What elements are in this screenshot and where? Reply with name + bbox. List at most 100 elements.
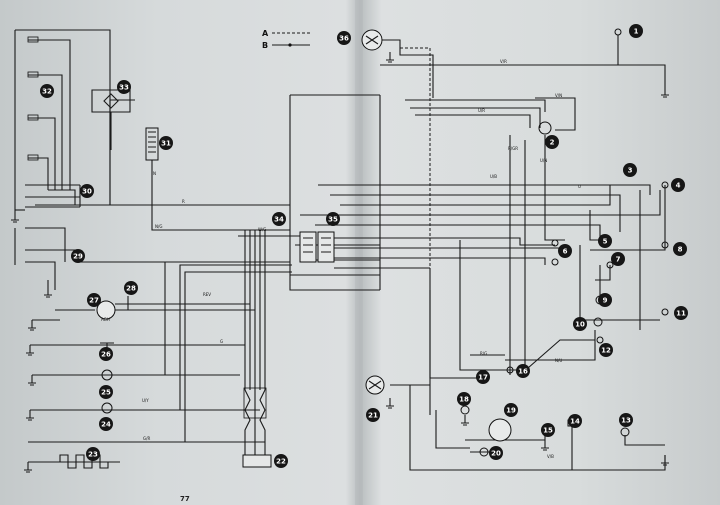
callout-11-number: 11 bbox=[676, 310, 686, 318]
legend-b-label: B bbox=[262, 41, 268, 50]
callout-4-number: 4 bbox=[676, 182, 681, 190]
callout-12-number: 12 bbox=[601, 347, 611, 355]
wire-code-u-b: U/B bbox=[490, 174, 497, 179]
wire-code-g-r: G/R bbox=[143, 436, 150, 441]
lamp-4 bbox=[661, 181, 669, 189]
callout-32: 32 bbox=[40, 84, 54, 98]
wire-code-n-u: N/U bbox=[555, 358, 562, 363]
callout-28-number: 28 bbox=[126, 285, 136, 293]
callout-36: 36 bbox=[337, 31, 351, 45]
callout-18: 18 bbox=[457, 392, 471, 406]
gauge-27: AGH bbox=[96, 300, 116, 322]
connector-32-terminals bbox=[27, 36, 39, 161]
gauge-27-label: AGH bbox=[101, 317, 110, 322]
connector-34 bbox=[299, 231, 317, 263]
switch-16 bbox=[506, 366, 514, 374]
callout-19: 19 bbox=[504, 403, 518, 417]
callout-19-number: 19 bbox=[506, 407, 516, 415]
callout-30: 30 bbox=[80, 184, 94, 198]
wire-code-v-b: V/B bbox=[547, 454, 554, 459]
callout-22-number: 22 bbox=[276, 458, 286, 466]
callout-16: 16 bbox=[516, 364, 530, 378]
callout-35: 35 bbox=[326, 212, 340, 226]
callout-5: 5 bbox=[598, 234, 612, 248]
callout-7: 7 bbox=[611, 252, 625, 266]
callout-26: 26 bbox=[99, 347, 113, 361]
callout-1: 1 bbox=[629, 24, 643, 38]
callout-14: 14 bbox=[568, 414, 582, 428]
wire-code-u: U bbox=[578, 184, 581, 189]
wire-code-n: N bbox=[153, 171, 156, 176]
callout-3-number: 3 bbox=[628, 167, 633, 175]
callout-28: 28 bbox=[124, 281, 138, 295]
connector-22 bbox=[242, 454, 272, 468]
callout-20: 20 bbox=[489, 446, 503, 460]
callout-27: 27 bbox=[87, 293, 101, 307]
callout-17-number: 17 bbox=[478, 374, 488, 382]
bulb-24 bbox=[101, 402, 113, 414]
callout-29: 29 bbox=[71, 249, 85, 263]
callout-26-number: 26 bbox=[101, 351, 111, 359]
callout-8: 8 bbox=[673, 242, 687, 256]
callout-24-number: 24 bbox=[101, 421, 111, 429]
switch-18 bbox=[460, 405, 470, 415]
page-fold bbox=[355, 0, 363, 505]
callout-23: 23 bbox=[86, 447, 100, 461]
legend: A B bbox=[262, 29, 310, 50]
callout-20-number: 20 bbox=[491, 450, 501, 458]
wire-code-n-g: N/G bbox=[155, 224, 162, 229]
lamp-6 bbox=[551, 239, 559, 247]
sensor-20 bbox=[479, 447, 489, 457]
switch-10 bbox=[593, 317, 603, 327]
callout-17: 17 bbox=[476, 370, 490, 384]
callout-8-number: 8 bbox=[678, 246, 683, 254]
callout-14-number: 14 bbox=[570, 418, 580, 426]
callout-6: 6 bbox=[558, 244, 572, 258]
central-connectors bbox=[299, 231, 335, 263]
callout-30-number: 30 bbox=[82, 188, 92, 196]
resistor-31 bbox=[145, 127, 159, 161]
switch-12 bbox=[596, 336, 604, 344]
wire-code-u-r: U/R bbox=[478, 108, 485, 113]
callout-22: 22 bbox=[274, 454, 288, 468]
wire-code-r: R bbox=[182, 199, 185, 204]
callout-34-number: 34 bbox=[274, 216, 284, 224]
callout-1-number: 1 bbox=[634, 28, 639, 36]
right-components bbox=[361, 28, 669, 457]
callout-31: 31 bbox=[159, 136, 173, 150]
callout-31-number: 31 bbox=[161, 140, 171, 148]
callout-29-number: 29 bbox=[73, 253, 83, 261]
callout-25: 25 bbox=[99, 385, 113, 399]
switch-1 bbox=[614, 28, 622, 36]
switch-2 bbox=[538, 121, 552, 135]
ground-symbols-right bbox=[386, 52, 669, 466]
callout-10-number: 10 bbox=[575, 321, 585, 329]
ground-symbols-left bbox=[11, 215, 52, 473]
heater-element-23 bbox=[50, 454, 109, 469]
callout-markers: 1234567891011121314151617181920212223242… bbox=[40, 24, 688, 468]
wire-code-v-r: V/R bbox=[500, 59, 507, 64]
callout-24: 24 bbox=[99, 417, 113, 431]
sender-19 bbox=[488, 418, 512, 442]
callout-3: 3 bbox=[623, 163, 637, 177]
callout-36-number: 36 bbox=[339, 35, 349, 43]
callout-9: 9 bbox=[598, 293, 612, 307]
wire-code-v-n: V/N bbox=[555, 93, 562, 98]
callout-18-number: 18 bbox=[459, 396, 469, 404]
callout-33-number: 33 bbox=[119, 84, 129, 92]
callout-23-number: 23 bbox=[88, 451, 98, 459]
page-number: 77 bbox=[180, 495, 190, 503]
callout-2-number: 2 bbox=[550, 139, 555, 147]
callout-5-number: 5 bbox=[603, 238, 608, 246]
callout-4: 4 bbox=[671, 178, 685, 192]
callout-34: 34 bbox=[272, 212, 286, 226]
callout-10: 10 bbox=[573, 317, 587, 331]
right-wiring bbox=[300, 35, 666, 471]
callout-25-number: 25 bbox=[101, 389, 111, 397]
callout-9-number: 9 bbox=[603, 297, 608, 305]
connector-35 bbox=[317, 231, 335, 263]
left-components: AGH bbox=[27, 36, 272, 469]
wire-code-u-n: U/N bbox=[540, 158, 547, 163]
wire-code-w-g: W/G bbox=[258, 227, 266, 232]
